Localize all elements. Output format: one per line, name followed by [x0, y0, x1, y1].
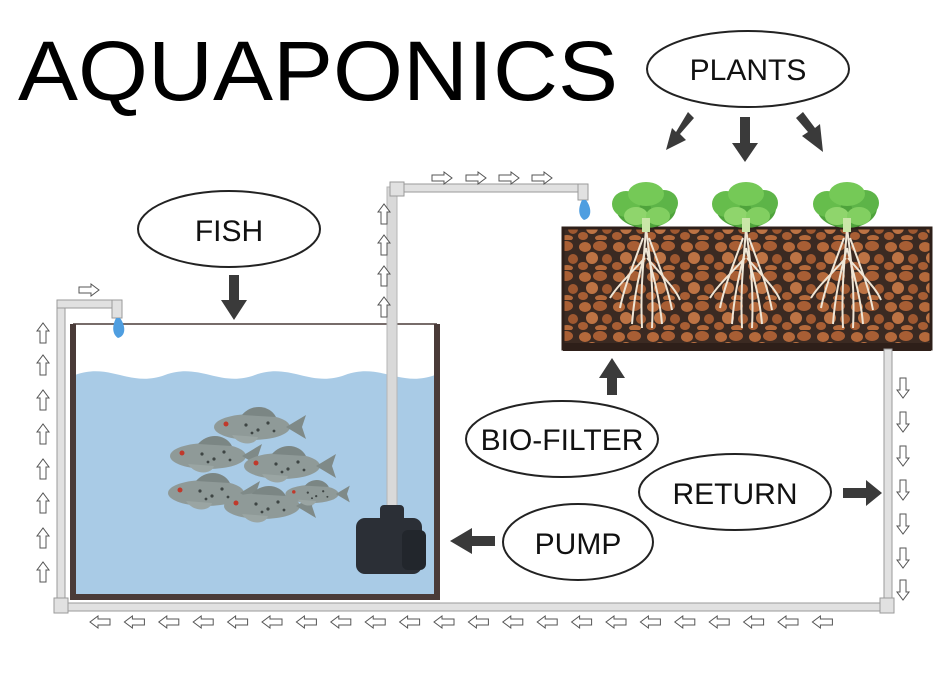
pipe-left-elbow: [111, 299, 123, 319]
flow-arrow-bottom: [227, 615, 249, 629]
pipe-left-vertical: [56, 302, 66, 609]
fish-tank: [70, 323, 440, 600]
flow-arrow-bottom: [777, 615, 799, 629]
pipe-bottom-horizontal: [56, 602, 893, 612]
bio-filter-ellipse: [465, 400, 659, 478]
bio-filter-arrow: [599, 358, 625, 395]
flow-arrow-bottom: [743, 615, 765, 629]
pump-label-text: PUMP: [535, 528, 622, 561]
pipe-left-top: [56, 299, 121, 309]
fish-label: FISH: [137, 190, 321, 268]
return-label-text: RETURN: [673, 478, 798, 511]
plants-ellipse: [646, 30, 850, 108]
tank-walls: [70, 324, 440, 600]
flow-arrows-right-pipe: [896, 377, 910, 601]
flow-arrow-bottom: [123, 615, 145, 629]
pipe-bottom-left-elbow: [53, 597, 69, 614]
plants-label: PLANTS: [646, 30, 850, 108]
flow-arrow-bottom: [295, 615, 317, 629]
flow-arrows-bottom: [89, 615, 833, 629]
flow-arrow-bottom: [192, 615, 214, 629]
plants-arrows: [666, 112, 823, 162]
water-spout-icon: [113, 200, 591, 338]
flow-arrow-left-top: [78, 283, 100, 297]
bio-filter-label-text: BIO-FILTER: [481, 424, 644, 457]
fish-label-text: FISH: [195, 215, 263, 248]
flow-arrow-bottom: [571, 615, 593, 629]
return-arrow: [843, 480, 882, 506]
pipe-right-vertical: [883, 348, 893, 612]
pipe-top-elbow-right: [577, 183, 589, 201]
grow-bed-bottom: [563, 343, 931, 351]
pipe-top-elbow-left: [389, 181, 405, 197]
flow-arrow-bottom: [502, 615, 524, 629]
pump-riser: [386, 186, 398, 518]
pipe-bottom-right-elbow: [879, 597, 895, 614]
flow-arrow-bottom: [536, 615, 558, 629]
return-ellipse: [638, 453, 832, 531]
flow-arrow-bottom: [364, 615, 386, 629]
flow-arrow-bottom: [605, 615, 627, 629]
flow-arrow-bottom: [158, 615, 180, 629]
flow-arrows-top: [431, 171, 553, 185]
fish-ellipse: [137, 190, 321, 268]
pump: [356, 186, 426, 574]
pump-label: PUMP: [502, 503, 654, 581]
diagram-title: AQUAPONICS: [18, 24, 618, 118]
plants-arrow-center: [732, 117, 758, 162]
fish-arrow: [221, 275, 247, 320]
bio-filter-label: BIO-FILTER: [465, 400, 659, 478]
plants-label-text: PLANTS: [690, 54, 807, 87]
flow-arrow-bottom: [433, 615, 455, 629]
flow-arrow-bottom: [811, 615, 833, 629]
flow-arrow-bottom: [639, 615, 661, 629]
return-label: RETURN: [638, 453, 832, 531]
flow-arrows-left-pipe: [36, 322, 50, 583]
flow-arrow-bottom: [399, 615, 421, 629]
flow-arrow-bottom: [330, 615, 352, 629]
flow-arrow-bottom: [708, 615, 730, 629]
flow-arrow-bottom: [467, 615, 489, 629]
pipes: [53, 181, 895, 614]
water: [75, 371, 435, 595]
plants-arrow-left: [666, 112, 694, 150]
flow-arrow-bottom: [89, 615, 111, 629]
flow-arrow-bottom: [261, 615, 283, 629]
pump-motor: [402, 530, 426, 570]
pump-ellipse: [502, 503, 654, 581]
pipe-top-horizontal: [392, 183, 589, 193]
flow-arrow-bottom: [674, 615, 696, 629]
plants-arrow-right: [796, 112, 823, 152]
pump-arrow: [450, 528, 495, 554]
